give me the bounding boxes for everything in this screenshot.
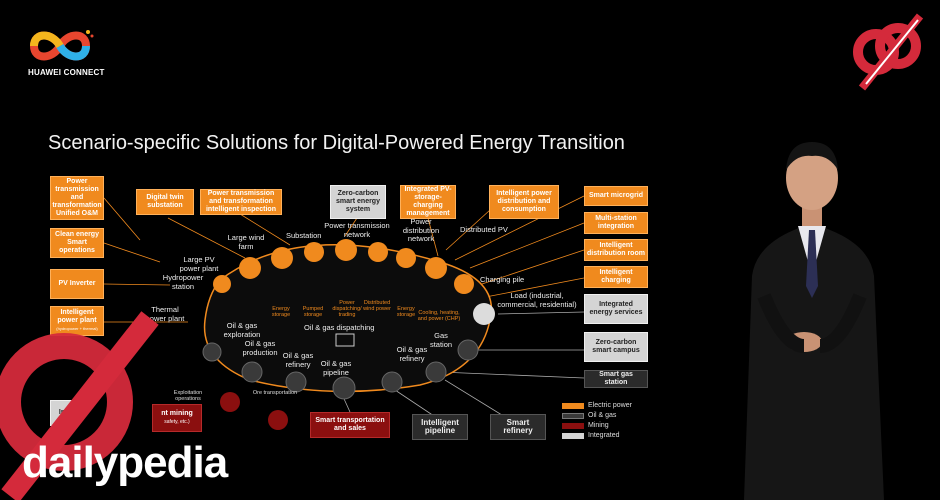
bottom-box-transportation: Smart transportation and sales: [310, 412, 390, 438]
label-thermal: Thermal power plant: [145, 305, 185, 323]
left-box-intelligent-power-plant: Intelligent power plant (hydropower + th…: [50, 306, 104, 336]
top-box-zero-carbon-system: Zero-carbon smart energy system: [330, 185, 386, 219]
top-box-pv-storage-charging: Integrated PV-storage-charging managemen…: [400, 185, 456, 219]
label-transmission-network: Power transmission network: [324, 221, 390, 239]
bottom-box-mining: nt mining safety, etc.): [152, 404, 202, 432]
right-box-distribution-room: Intelligent distribution room: [584, 239, 648, 261]
bottom-box-pipeline: Intelligent pipeline: [412, 414, 468, 440]
label-og-dispatching: Oil & gas dispatching: [304, 323, 375, 332]
label-power-dispatching: Power dispatching/ trading: [332, 300, 362, 318]
right-box-intelligent-charging: Intelligent charging: [584, 266, 648, 288]
bottom-box-refinery: Smart refinery: [490, 414, 546, 440]
label-distribution-network: Power distribution network: [402, 217, 440, 243]
legend-label-electric: Electric power: [588, 402, 632, 409]
right-box-integrated-energy: Integrated energy services: [584, 294, 648, 324]
right-box-zero-carbon-campus: Zero-carbon smart campus: [584, 332, 648, 362]
label-gas-station: Gas station: [429, 331, 453, 349]
left-box-clean-energy: Clean energy Smart operations: [50, 228, 104, 258]
top-box-intelligent-inspection: Power transmission and transformation in…: [200, 189, 282, 215]
legend-swatch-integrated: [562, 433, 584, 439]
legend-swatch-oil-gas: [562, 413, 584, 419]
event-logo-text: HUAWEI CONNECT: [28, 68, 105, 77]
label-large-pv: Large PV power plant: [179, 255, 219, 273]
legend-label-oil-gas: Oil & gas: [588, 412, 617, 419]
label-og-production: Oil & gas production: [242, 339, 278, 357]
label-exploitation-ops: Exploitation operations: [173, 390, 203, 402]
legend-label-mining: Mining: [588, 422, 609, 429]
label-energy-storage-2: Energy storage: [396, 306, 416, 318]
label-og-exploration: Oil & gas exploration: [223, 321, 261, 339]
left-box-note: (hydropower + thermal): [56, 326, 98, 331]
label-ore-transport: Ore transportation: [252, 390, 298, 396]
presenter-figure: [744, 142, 884, 500]
legend-label-integrated: Integrated: [588, 432, 620, 439]
left-box-pv-inverter: PV Inverter: [50, 269, 104, 299]
right-box-smart-gas-station: Smart gas station: [584, 370, 648, 388]
label-charging-pile: Charging pile: [480, 275, 525, 284]
slide-title: Scenario-specific Solutions for Digital-…: [48, 132, 625, 154]
right-box-smart-microgrid: Smart microgrid: [584, 186, 648, 206]
label-pumped-storage: Pumped storage: [302, 306, 324, 318]
bottom-box-mining-note: safety, etc.): [164, 419, 190, 425]
label-cooling-chp: Cooling, heating, and power (CHP): [417, 310, 461, 322]
label-hydropower: Hydropower station: [162, 273, 204, 291]
label-og-refinery: Oil & gas refinery: [282, 351, 314, 369]
label-og-refinery-right: Oil & gas refinery: [396, 345, 428, 363]
huawei-connect-logo-icon: [29, 30, 94, 61]
label-substation: Substation: [286, 231, 322, 240]
label-distributed-pv: Distributed PV: [460, 225, 508, 234]
bottom-box-mining-label: nt mining: [161, 410, 193, 417]
legend-swatch-electric: [562, 403, 584, 409]
left-box-unified-om: Power transmission and transformation Un…: [50, 176, 104, 220]
dailypedia-watermark-text: dailypedia: [22, 438, 228, 487]
top-box-digital-twin: Digital twin substation: [136, 189, 194, 215]
dailypedia-brand-icon: [853, 13, 924, 91]
label-og-pipeline: Oil & gas pipeline: [320, 359, 352, 377]
top-box-intelligent-distribution: Intelligent power distribution and consu…: [489, 185, 559, 219]
left-box-intelligent-power-plant-label: Intelligent power plant: [57, 309, 97, 324]
label-load: Load (industrial, commercial, residentia…: [497, 291, 577, 309]
legend-swatch-mining: [562, 423, 584, 429]
label-distributed-wind: Distributed wind power: [363, 300, 391, 312]
dailypedia-watermark-icon: [0, 311, 159, 500]
label-energy-storage-1: Energy storage: [271, 306, 291, 318]
label-large-wind-farm: Large wind farm: [227, 233, 265, 251]
right-box-multi-station: Multi-station integration: [584, 212, 648, 234]
